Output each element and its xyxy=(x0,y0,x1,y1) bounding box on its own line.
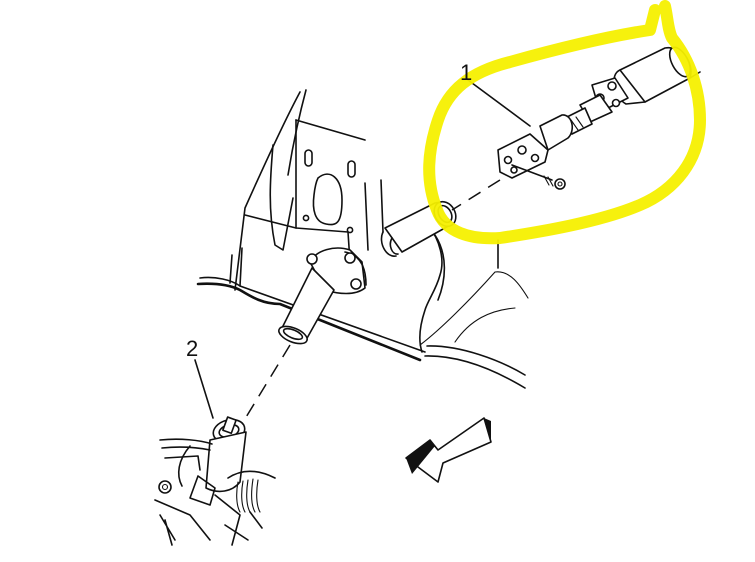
intermediate-shaft-assembly xyxy=(497,46,701,190)
callout-1-leader xyxy=(467,79,531,127)
callout-2-label: 2 xyxy=(186,336,199,361)
callout-2-leader xyxy=(194,359,214,419)
firewall-panel xyxy=(196,89,529,389)
highlight-annotation-ellipse xyxy=(423,0,706,245)
front-direction-arrow-icon xyxy=(405,417,492,483)
callout-1-label: 1 xyxy=(460,60,473,85)
alignment-centerline-lower xyxy=(236,344,291,433)
alignment-centerline-upper xyxy=(451,179,501,211)
steering-gear-assembly xyxy=(154,416,276,546)
lower-shaft-tube xyxy=(278,267,335,345)
